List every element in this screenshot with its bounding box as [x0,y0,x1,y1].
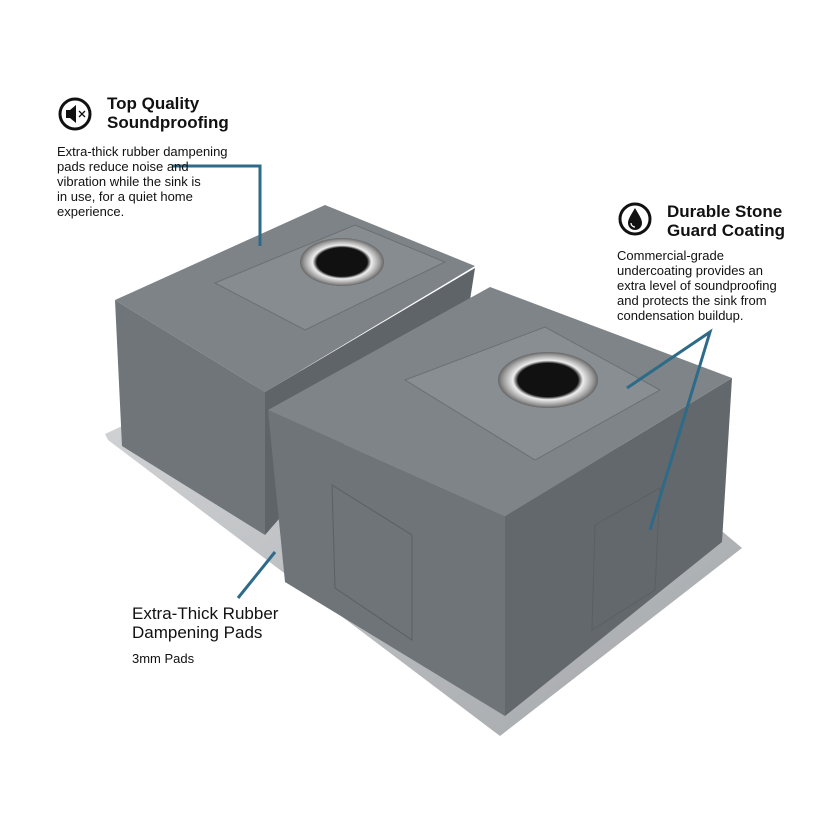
speaker-mute-icon [58,97,92,131]
leader-line-coating [626,328,713,531]
feature-desc-pads: 3mm Pads [132,651,195,666]
left-drain-hole [300,238,384,286]
right-bowl [268,287,732,716]
leader-line-pads [236,551,277,599]
water-drop-icon [618,202,652,236]
right-drain-hole [498,352,598,408]
leader-line-soundproofing [172,164,262,246]
